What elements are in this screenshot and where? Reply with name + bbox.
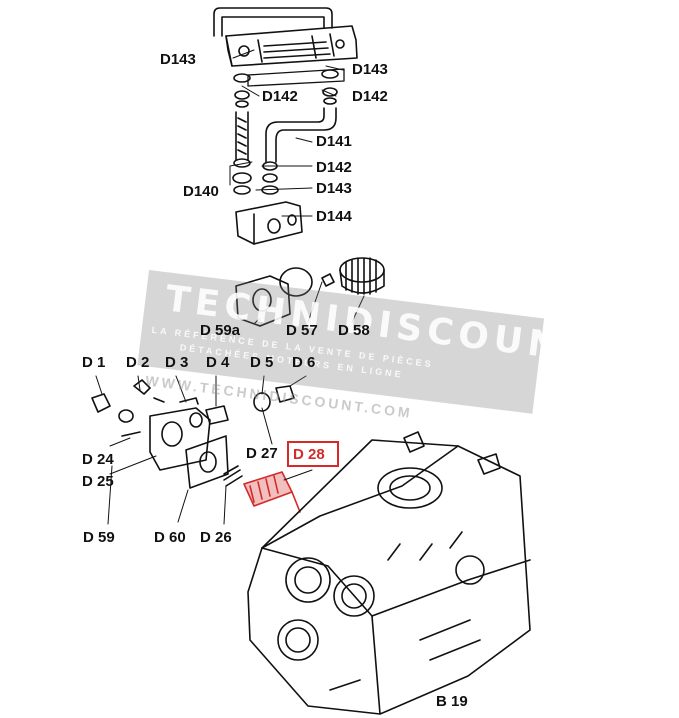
oil-pump-drawing [91,379,295,489]
d28-sleeve-drawing [243,471,301,513]
callout-d6: D 6 [292,354,316,371]
callout-d142-left: D142 [262,88,298,105]
oil-cooler-drawing [213,7,358,87]
callout-d59a: D 59a [200,322,241,339]
callout-d143-top-right: D143 [352,61,388,78]
callout-d25: D 25 [82,473,114,490]
callout-b19: B 19 [436,693,468,710]
callout-d59: D 59 [83,529,115,546]
highlight-box-d28 [287,441,339,467]
callout-d144: D144 [316,208,352,225]
callout-d57: D 57 [286,322,318,339]
callout-d60: D 60 [154,529,186,546]
leader-lines [95,49,365,525]
callout-d143-top-left: D143 [160,51,196,68]
callout-d26: D 26 [200,529,232,546]
callout-d143-mid: D143 [316,180,352,197]
callout-d58: D 58 [338,322,370,339]
hose-assembly-drawing [232,69,339,245]
callout-d141: D141 [316,133,352,150]
callout-d24: D 24 [82,451,114,468]
crankcase-block-drawing [247,431,531,715]
callout-d2: D 2 [126,354,150,371]
callout-d142-mid: D142 [316,159,352,176]
callout-d27: D 27 [246,445,278,462]
callout-d4: D 4 [206,354,230,371]
callout-d140: D140 [183,183,219,200]
oil-filter-drawing [235,257,385,327]
callout-d1: D 1 [82,354,106,371]
callout-d3: D 3 [165,354,189,371]
callout-d5: D 5 [250,354,274,371]
callout-d142-right: D142 [352,88,388,105]
callout-d28: D 28 [293,446,325,463]
